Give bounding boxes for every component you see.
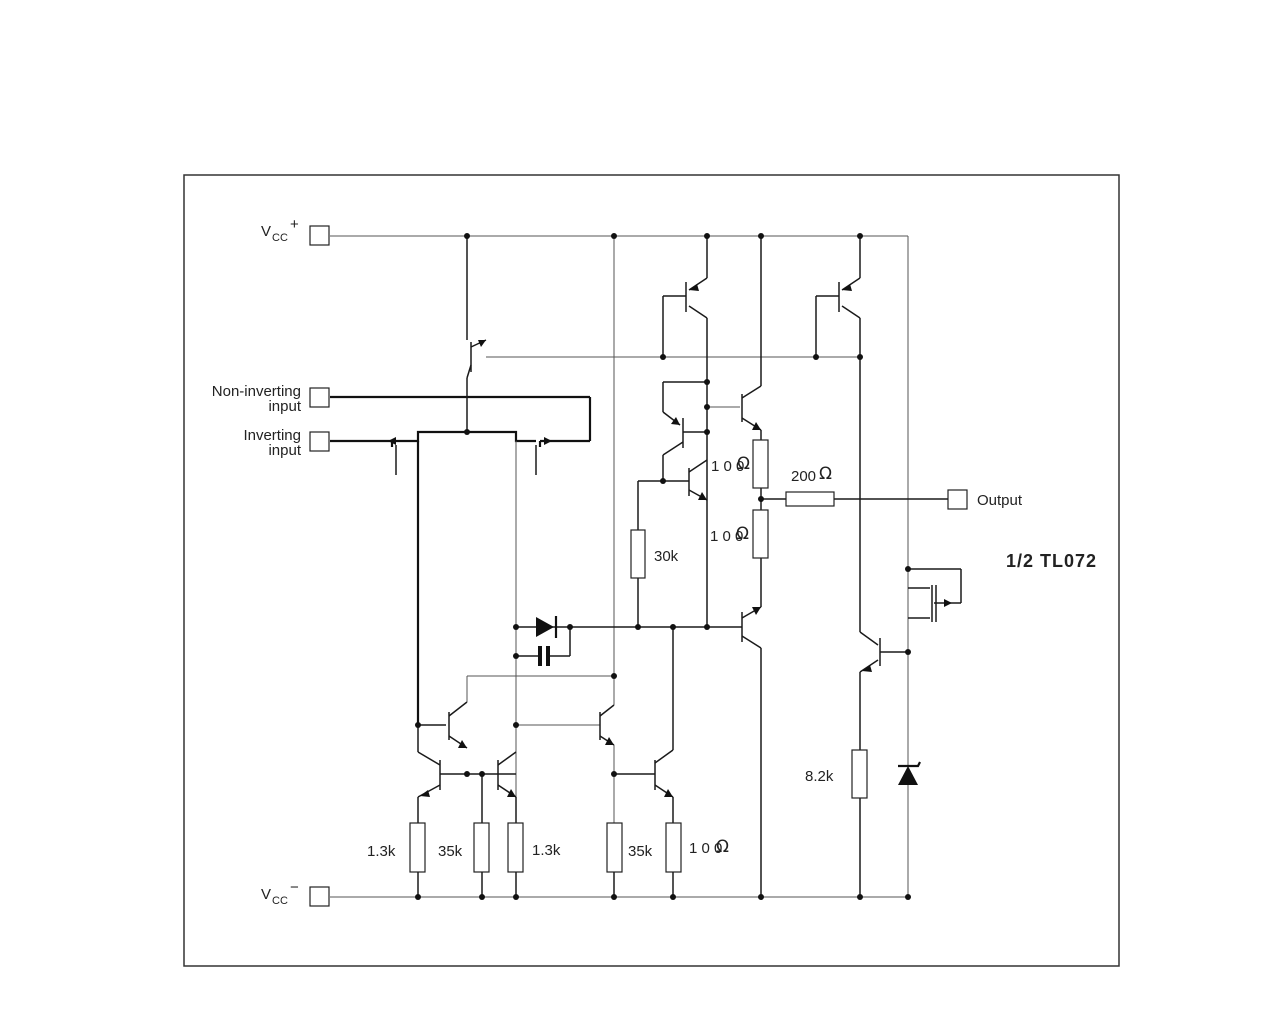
inverting-label-line1: Inverting	[243, 427, 301, 444]
resistor-100-lower-label: 1 0 0	[710, 528, 743, 545]
pin-boxes	[309, 225, 968, 907]
resistor-1k3-left-label: 1.3k	[367, 843, 396, 860]
resistor-35k-right-label: 35k	[628, 843, 653, 860]
compensation	[516, 616, 742, 666]
rails	[330, 235, 909, 898]
resistor-8k2	[851, 749, 868, 799]
non-inverting-label-line1: Non-inverting	[212, 383, 301, 400]
ohm-symbol-200: Ω	[819, 464, 832, 484]
resistor-labels: 1 0 0 Ω 200 Ω 1 0 0 Ω 30k 8.2k 1.3k 35k …	[367, 454, 834, 860]
resistor-100-bottom-label: 1 0 0	[689, 840, 722, 857]
input-stage	[330, 236, 860, 895]
resistor-30k-label: 30k	[654, 548, 679, 565]
resistor-1k3-right-label: 1.3k	[532, 842, 561, 859]
output-pin	[947, 489, 968, 510]
mirror-stage	[417, 236, 674, 823]
vcc-plus-sign: +	[290, 216, 299, 233]
resistor-35k-left	[473, 822, 490, 873]
zener-diode-icon	[898, 766, 918, 785]
diagram-frame	[183, 174, 1120, 967]
resistor-100-lower	[752, 509, 769, 559]
pin-labels: V CC + Non-inverting input Inverting inp…	[212, 216, 1097, 907]
ohm-symbol-lower: Ω	[736, 524, 749, 544]
ohm-symbol-upper: Ω	[737, 454, 750, 474]
vcc-minus-label: V	[261, 886, 271, 903]
vcc-minus-pin	[309, 886, 330, 907]
vcc-plus-label: V	[261, 223, 271, 240]
resistor-35k-right	[606, 822, 623, 873]
output-stage	[815, 236, 962, 897]
resistor-1k3-right	[507, 822, 524, 873]
output-label: Output	[977, 492, 1023, 509]
resistor-35k-left-label: 35k	[438, 843, 463, 860]
junction-dots	[415, 233, 911, 900]
vcc-plus-pin	[309, 225, 330, 246]
inverting-pin	[309, 431, 330, 452]
resistors	[409, 439, 868, 897]
gain-stage	[637, 236, 948, 897]
resistor-100-upper	[752, 439, 769, 489]
resistor-100-upper-label: 1 0 0	[711, 458, 744, 475]
page-title: 1/2 TL072	[1006, 551, 1097, 571]
vcc-plus-subscript: CC	[272, 232, 288, 244]
resistor-200-label: 200	[791, 468, 816, 485]
resistor-1k3-left	[409, 822, 426, 873]
emitter-arrows	[388, 284, 952, 797]
ohm-symbol-bottom: Ω	[716, 837, 729, 857]
non-inverting-pin	[309, 387, 330, 408]
resistor-8k2-label: 8.2k	[805, 768, 834, 785]
inverting-label-line2: input	[268, 442, 301, 459]
resistor-100-bottom	[665, 822, 682, 873]
diode-icon	[536, 617, 554, 637]
resistor-30k	[630, 529, 646, 579]
capacitor-icon	[538, 646, 542, 666]
vcc-minus-subscript: CC	[272, 895, 288, 907]
non-inverting-label-line2: input	[268, 398, 301, 415]
resistor-200	[785, 491, 835, 507]
vcc-minus-sign: −	[290, 879, 299, 896]
